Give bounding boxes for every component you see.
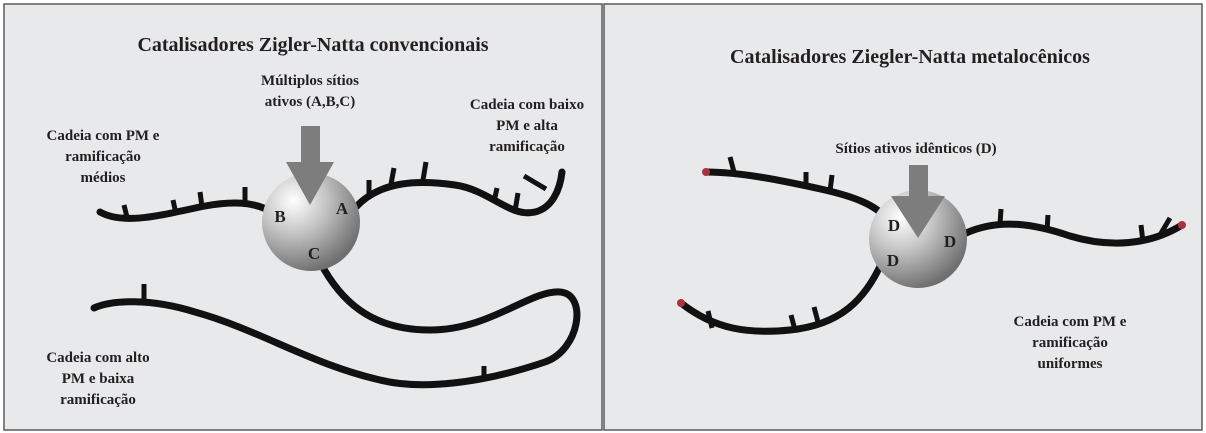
catalyst-sphere-multisite [262, 173, 360, 271]
low-mw-chain-branch [522, 173, 548, 192]
high-mw-chain-label-line-1: Cadeia com alto [46, 350, 149, 366]
high-mw-chain [90, 258, 581, 389]
uniform-chain-branch [788, 314, 798, 331]
left-panel-title: Catalisadores Zigler-Natta convencionais [137, 34, 488, 56]
arrow-icon [286, 126, 334, 205]
uniform-chain-branch [705, 310, 715, 329]
uniform-chain-branch [1157, 216, 1173, 237]
uniform-chain-branch [1138, 224, 1146, 243]
medium-chain [96, 199, 272, 222]
medium-chain-branch [197, 191, 205, 208]
high-mw-chain-label-line-3: ramificação [60, 392, 136, 408]
uniform-chain-branch [997, 208, 1004, 225]
uniform-chain-lower-left [677, 258, 886, 335]
low-mw-chain-label-line-1: Cadeia com baixo [470, 97, 584, 113]
uniform-chain-upper-left [702, 168, 892, 224]
chain-end [677, 299, 685, 307]
uniform-chain-branch [811, 306, 821, 323]
uniform-chain-branch [827, 174, 835, 192]
medium-chain-branch [170, 199, 179, 215]
uniform-chain-branch [727, 156, 737, 173]
uniform-chain-label-line-1: Cadeia com PM e [1014, 314, 1127, 330]
site-letter-c: C [308, 244, 320, 263]
uniform-chain-label-line-2: ramificação [1032, 335, 1108, 351]
site-letter-d: D [887, 251, 899, 270]
catalyst-sphere-identical-sites [869, 190, 967, 288]
site-letter-d: D [944, 232, 956, 251]
identical-sites-label: Sítios ativos idênticos (D) [835, 141, 996, 157]
uniform-chain-branch [1044, 214, 1051, 231]
low-mw-chain [351, 168, 566, 217]
multiple-sites-label-line-2: ativos (A,B,C) [265, 94, 355, 110]
site-letter-d: D [888, 216, 900, 235]
low-mw-chain-branch [388, 167, 397, 185]
arrow-icon [891, 165, 945, 238]
medium-chain-branch [121, 204, 131, 222]
multiple-sites-label-line-1: Múltiplos sítios [261, 73, 359, 89]
chain-end [702, 168, 710, 176]
medium-chain-label-line-3: médios [81, 170, 126, 186]
uniform-chain-right [962, 220, 1186, 247]
chain-end [1178, 221, 1186, 229]
high-mw-chain-label-line-2: PM e baixa [62, 371, 135, 387]
low-mw-chain-label-line-3: ramificação [489, 139, 565, 155]
medium-chain-label-line-2: ramificação [65, 149, 141, 165]
site-letter-b: B [274, 207, 285, 226]
low-mw-chain-branch [512, 192, 521, 212]
medium-chain-label-line-1: Cadeia com PM e [47, 128, 160, 144]
right-panel-title: Catalisadores Ziegler-Natta metalocênico… [730, 46, 1090, 68]
low-mw-chain-branch [420, 161, 429, 181]
site-letter-a: A [336, 199, 349, 218]
uniform-chain-label-line-3: uniformes [1038, 356, 1103, 372]
low-mw-chain-branch [491, 187, 500, 203]
low-mw-chain-label-line-2: PM e alta [496, 118, 558, 134]
